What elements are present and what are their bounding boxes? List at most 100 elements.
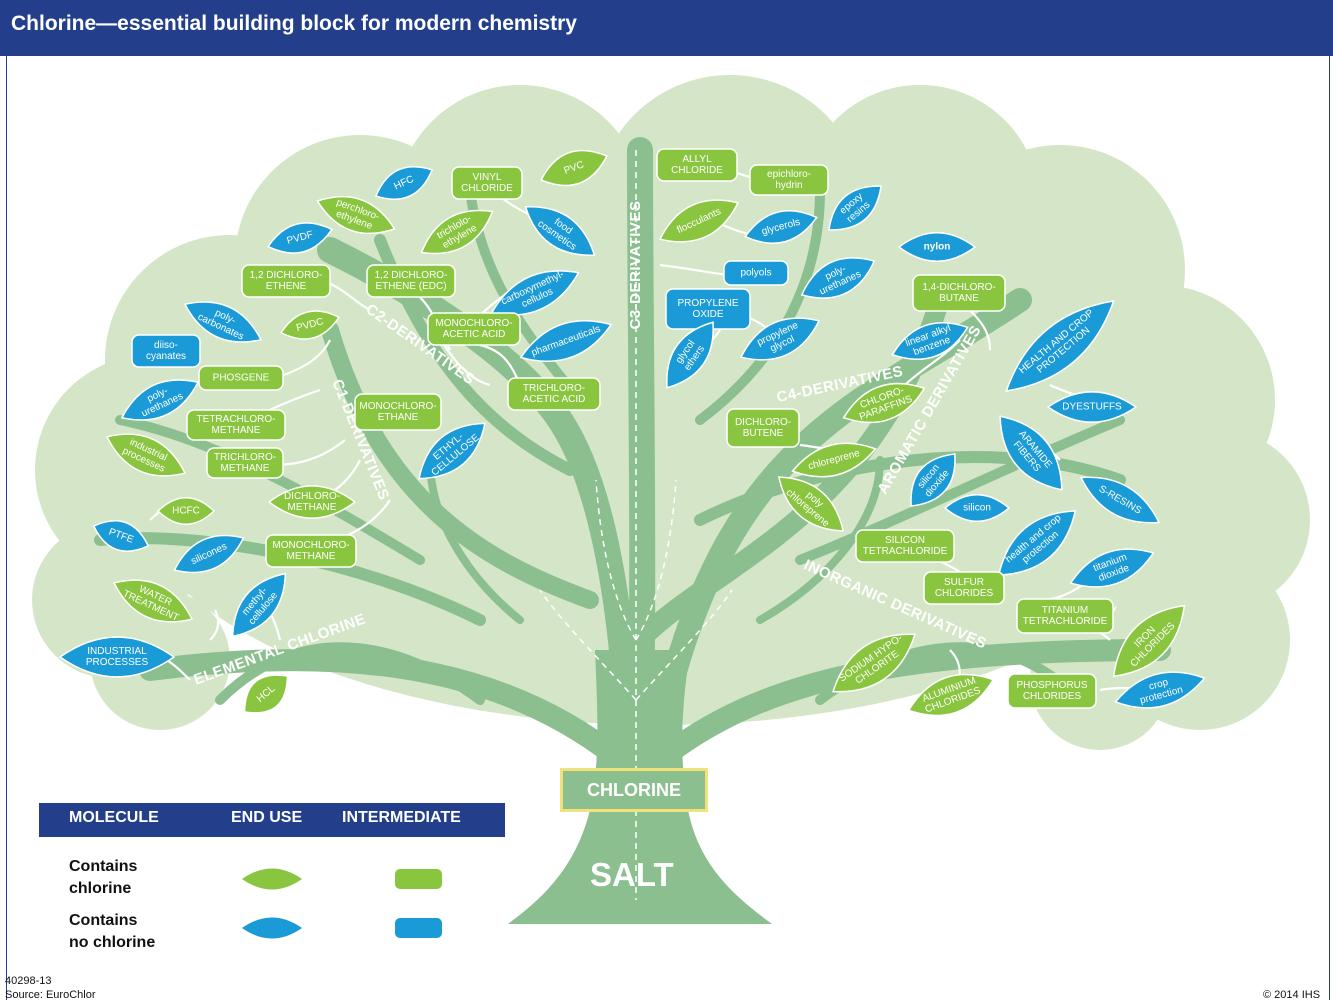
intermediate-box: [656, 148, 738, 182]
leaf-shape-icon: [1069, 548, 1155, 588]
copyright: © 2014 IHS: [1263, 989, 1321, 1001]
intermediate-box: [749, 164, 829, 196]
node-label: CHLORIDES: [1023, 691, 1082, 702]
node-polyurethanes-c1: poly-urethanes: [120, 379, 200, 421]
legend-col-end-use: END USE: [231, 809, 303, 826]
intermediate-box: [723, 260, 789, 286]
node-label: silicon: [963, 503, 991, 514]
node-ptfe: PTFE: [92, 520, 150, 552]
intermediate-box: [265, 534, 357, 568]
leaf-shape-icon: [907, 673, 995, 717]
leaf-shape-icon: [744, 210, 818, 244]
legend-row-label-line1: Contains: [69, 858, 138, 875]
node-tetrachloromethane: TETRACHLORO-METHANE: [186, 409, 286, 441]
node-label: crop: [1148, 677, 1170, 693]
node-label: hydrin: [775, 180, 802, 191]
leaf-shape-icon: [267, 222, 333, 254]
node-label: INDUSTRIAL: [87, 646, 147, 657]
node-phosgene: PHOSGENE: [198, 365, 284, 391]
node-label: ACETIC ACID: [443, 329, 506, 340]
node-polyurethanes-c3: poly-urethanes: [800, 257, 876, 299]
leaf-shape-icon: [800, 257, 876, 299]
node-label: METHANE: [212, 425, 261, 436]
node-label: CHLORIDE: [461, 183, 513, 194]
legend-row-label-line2: no chlorine: [69, 934, 156, 951]
node-dyestuffs: DYESTUFFS: [1046, 391, 1138, 423]
branch-label-c3: C3-DERIVATIVES: [627, 201, 644, 330]
node-label: METHANE: [221, 463, 270, 474]
node-label: METHANE: [287, 551, 336, 562]
node-silicones: silicones: [173, 534, 245, 574]
leaf-shape-icon: [897, 232, 977, 262]
intermediate-box: [241, 264, 331, 298]
intermediate-box: [507, 377, 601, 411]
legend-row-no-chlorine: Contains no chlorine: [69, 910, 155, 954]
node-monochloroacetic: MONOCHLORO-ACETIC ACID: [427, 312, 521, 346]
node-label: MONOCHLORO-: [359, 401, 436, 412]
node-label: BUTANE: [939, 293, 979, 304]
header-bar: Chlorine—essential building block for mo…: [0, 0, 1333, 56]
legend-row-contains-chlorine: Contains chlorine: [69, 856, 137, 900]
leaf-shape-icon: [279, 310, 341, 340]
node-label: DICHLORO-: [284, 491, 340, 502]
intermediate-box: [354, 393, 442, 431]
node-hcfc: HCFC: [156, 497, 216, 525]
intermediate-box: [186, 409, 286, 441]
node-dichlorobutane: 1,4-DICHLORO-BUTANE: [912, 274, 1006, 312]
node-polyols: polyols: [723, 260, 789, 286]
leaf-shape-icon: [828, 185, 882, 231]
node-label: nylon: [924, 242, 951, 253]
node-dichloromethane: DICHLORO-METHANE: [267, 485, 357, 519]
leaf-shape-icon: [173, 534, 245, 574]
node-label: ETHENE (EDC): [375, 281, 446, 292]
leaf-shape-icon: [92, 520, 150, 552]
leaf-shape-icon: [540, 149, 608, 187]
legend-leaf-green-icon: [242, 868, 302, 890]
node-pvdc: PVDC: [279, 310, 341, 340]
node-label: epichloro-: [767, 169, 811, 180]
node-label: 1,2 DICHLORO-: [375, 270, 448, 281]
intermediate-box: [451, 166, 523, 200]
leaf-shape-icon: [777, 476, 845, 532]
node-label: TETRACHLORIDE: [863, 546, 948, 557]
node-label: 1,4-DICHLORO-: [922, 282, 995, 293]
node-label: SULFUR: [944, 577, 984, 588]
node-label: MONOCHLORO-: [435, 318, 512, 329]
leaf-shape-icon: [120, 379, 200, 421]
leaf-shape-icon: [666, 321, 714, 389]
node-label: ETHANE: [378, 412, 419, 423]
node-label: VINYL: [473, 172, 502, 183]
source-note: Source: EuroChlor: [5, 989, 96, 1001]
leaf-shape-icon: [1079, 476, 1161, 524]
leaf-shape-icon: [374, 166, 434, 200]
legend-col-intermediate: INTERMEDIATE: [342, 809, 461, 826]
leaf-shape-icon: [832, 633, 916, 693]
intermediate-box: [923, 571, 1005, 605]
page-title: Chlorine—essential building block for mo…: [11, 12, 577, 35]
intermediate-box: [427, 312, 521, 346]
node-label: TRICHLORO-: [523, 383, 585, 394]
node-diisocyanates: diiso-cyanates: [131, 334, 201, 368]
leaf-shape-icon: [105, 433, 187, 477]
legend-leaf-blue-icon: [242, 917, 302, 939]
node-nylon: nylon: [897, 232, 977, 262]
leaf-shape-icon: [524, 206, 596, 256]
node-label: TETRACHLORO-: [197, 414, 276, 425]
node-hcl: HCL: [243, 674, 289, 714]
leaf-shape-icon: [316, 195, 396, 235]
node-label: polyols: [740, 268, 771, 279]
leaf-shape-icon: [791, 442, 877, 478]
node-label: diiso-: [154, 340, 178, 351]
intermediate-box: [131, 334, 201, 368]
node-label: ALLYL: [682, 154, 712, 165]
node-label: TRICHLORO-: [214, 452, 276, 463]
trunk-dashes: [539, 150, 733, 900]
leaf-shape-icon: [999, 415, 1063, 491]
node-trichloroacetic: TRICHLORO-ACETIC ACID: [507, 377, 601, 411]
